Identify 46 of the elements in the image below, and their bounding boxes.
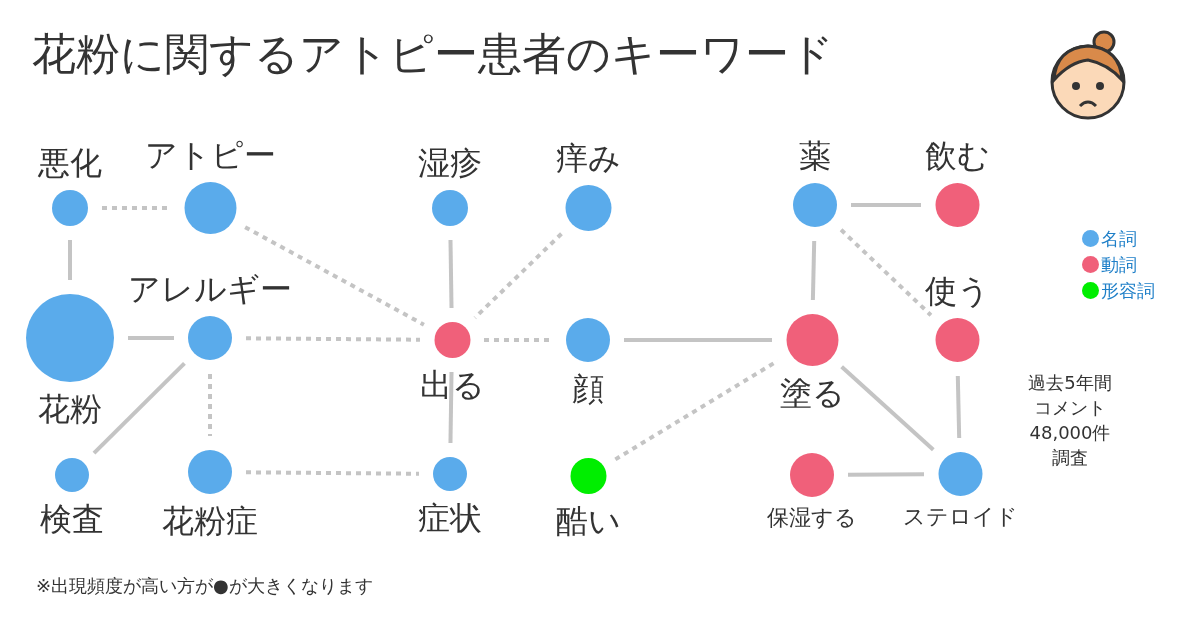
keyword-label: 花粉症 xyxy=(162,502,258,541)
keyword-label: 出る xyxy=(419,366,485,405)
title: 花粉に関するアトピー患者のキーワード xyxy=(32,28,834,81)
connector-line xyxy=(810,240,817,301)
keyword-label: 顔 xyxy=(572,370,604,409)
connector-line xyxy=(955,375,962,439)
connector-line xyxy=(848,472,924,477)
connector-line xyxy=(840,365,935,452)
keyword-label: アレルギー xyxy=(128,269,292,308)
legend-label: 形容詞 xyxy=(1101,280,1155,302)
dotted-line xyxy=(484,338,552,342)
note-text: 調査 xyxy=(1051,447,1089,469)
connector-line xyxy=(851,203,921,207)
footnote: ※出現頻度が高い方が●が大きくなります xyxy=(36,575,373,597)
keyword-label: 保湿する xyxy=(767,505,857,532)
dotted-line xyxy=(208,374,212,436)
dotted-line xyxy=(839,228,933,317)
connector-line xyxy=(448,371,454,444)
legend-label: 名詞 xyxy=(1101,228,1137,250)
keyword-label: 花粉 xyxy=(38,390,102,429)
keyword-label: 酷い xyxy=(555,502,621,541)
note-text: 過去5年間 xyxy=(1027,372,1113,394)
connector-line xyxy=(92,361,186,455)
keyword-label: 湿疹 xyxy=(418,143,482,182)
legend-label: 動詞 xyxy=(1101,254,1137,276)
keyword-label: 悪化 xyxy=(38,143,102,182)
keyword-label: 塗る xyxy=(779,374,845,413)
connector-line xyxy=(448,239,454,309)
keyword-label: 検査 xyxy=(40,500,104,539)
keyword-label: 薬 xyxy=(799,136,831,175)
keyword-label: アトピー xyxy=(144,135,276,174)
dotted-line xyxy=(102,206,170,210)
dotted-line xyxy=(246,336,421,342)
keyword-label: 使う xyxy=(924,271,990,310)
dotted-line xyxy=(246,470,419,476)
note-text: コメント xyxy=(1033,397,1107,419)
connector-line xyxy=(624,338,772,342)
keyword-label: 症状 xyxy=(418,499,482,538)
keyword-label: ステロイド xyxy=(902,504,1018,531)
dotted-line xyxy=(244,225,425,327)
connector-line xyxy=(128,336,174,340)
keyword-label: 痒み xyxy=(555,138,621,177)
note-text: 48,000件 xyxy=(1028,422,1112,444)
connector-line xyxy=(68,240,72,280)
keyword-label: 飲む xyxy=(924,136,990,175)
dotted-line xyxy=(473,232,563,320)
